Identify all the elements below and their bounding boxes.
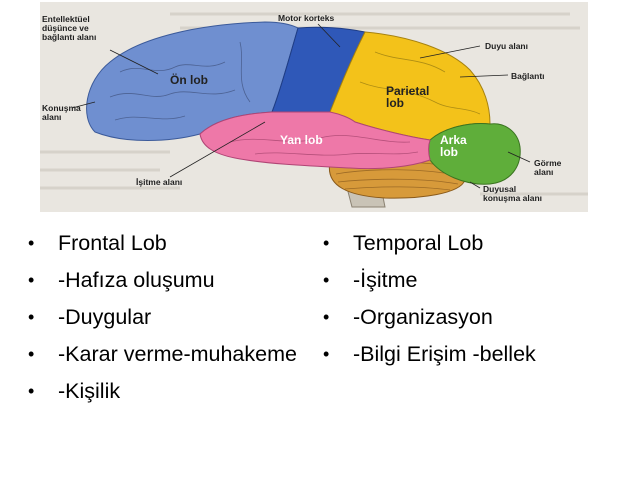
temporal-lobe-list: •Temporal Lob •-İşitme •-Organizasyon •-… bbox=[323, 228, 623, 376]
list-item: •Frontal Lob bbox=[28, 228, 298, 258]
frontal-lobe-list: •Frontal Lob •-Hafıza oluşumu •-Duygular… bbox=[28, 228, 298, 413]
bullet-icon: • bbox=[28, 233, 35, 253]
list-item: •-Duygular bbox=[28, 302, 298, 332]
bullet-icon: • bbox=[323, 270, 330, 290]
bullet-icon: • bbox=[28, 344, 35, 364]
frontal-gyri bbox=[109, 41, 251, 121]
lobe-label-frontal: Ön lob bbox=[170, 73, 208, 87]
label-motor-cortex: Motor korteks bbox=[278, 13, 335, 23]
bullet-icon: • bbox=[28, 381, 35, 401]
label-association-area: Bağlantı bbox=[511, 71, 545, 81]
bullet-icon: • bbox=[323, 307, 330, 327]
bullet-icon: • bbox=[323, 344, 330, 364]
list-item: •-Bilgi Erişim -bellek bbox=[323, 339, 623, 369]
list-item: •-İşitme bbox=[323, 265, 623, 295]
list-item: •-Kişilik bbox=[28, 376, 298, 406]
bullet-icon: • bbox=[323, 233, 330, 253]
list-item: •-Hafıza oluşumu bbox=[28, 265, 298, 295]
parietal-gyri bbox=[359, 51, 481, 115]
list-item: •-Organizasyon bbox=[323, 302, 623, 332]
leader-lines bbox=[71, 23, 531, 189]
list-item: •Temporal Lob bbox=[323, 228, 623, 258]
label-sensory-area: Duyu alanı bbox=[485, 41, 528, 51]
label-hearing-area: İşitme alanı bbox=[136, 177, 183, 187]
occipital-lobe bbox=[428, 123, 521, 185]
bullet-icon: • bbox=[28, 307, 35, 327]
lobe-label-temporal: Yan lob bbox=[280, 133, 323, 147]
bullet-icon: • bbox=[28, 270, 35, 290]
list-item: •-Karar verme-muhakeme bbox=[28, 339, 298, 369]
temporal-gyri bbox=[229, 135, 419, 156]
brain-illustration bbox=[40, 2, 588, 212]
